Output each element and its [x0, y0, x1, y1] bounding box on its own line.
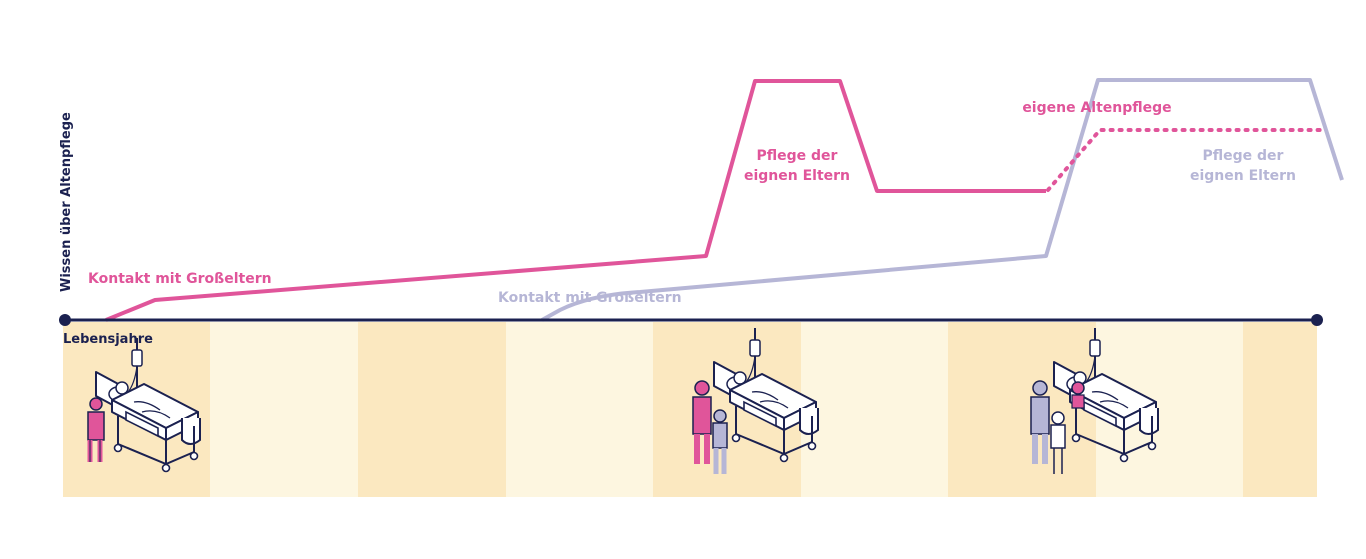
- pink-own-care-dotted-line: [1046, 128, 1328, 192]
- visitor-lavender-adult-figure: [1030, 380, 1050, 464]
- hospital-bed-scene-1: [87, 337, 201, 473]
- pink-care-label-line1: Pflege der: [757, 148, 838, 164]
- band-9: [1243, 322, 1317, 497]
- band-3: [358, 322, 506, 497]
- hospital-bed-scene-3: [1030, 327, 1159, 474]
- pink-care-label-line2: eignen Eltern: [744, 168, 850, 184]
- band-4: [506, 322, 653, 497]
- patient-pink-figure: [1071, 381, 1085, 409]
- y-axis-label: Wissen über Altenpflege: [59, 112, 74, 292]
- timeline-start-dot: [59, 314, 71, 326]
- life-stage-bands: [63, 322, 1317, 497]
- band-6: [801, 322, 948, 497]
- lavender-contact-label: Kontakt mit Großeltern: [498, 290, 682, 306]
- timeline-end-dot: [1311, 314, 1323, 326]
- lavender-care-label-line1: Pflege der: [1203, 148, 1284, 164]
- x-axis-label: Lebensjahre: [63, 332, 153, 347]
- visitor-pink-adult-figure: [692, 380, 712, 464]
- visitor-pink-figure: [87, 397, 105, 462]
- hospital-bed-scene-2: [692, 327, 819, 474]
- visitor-lavender-child-figure: [712, 409, 728, 474]
- lavender-knowledge-line: [541, 78, 1344, 322]
- visitor-white-child-figure: [1050, 411, 1066, 474]
- pink-knowledge-line: [105, 79, 1046, 322]
- pink-contact-label: Kontakt mit Großeltern: [88, 271, 272, 287]
- band-7: [948, 322, 1096, 497]
- lavender-care-label-line2: eignen Eltern: [1190, 168, 1296, 184]
- band-2: [210, 322, 358, 497]
- pink-own-care-label: eigene Altenpflege: [1022, 100, 1171, 116]
